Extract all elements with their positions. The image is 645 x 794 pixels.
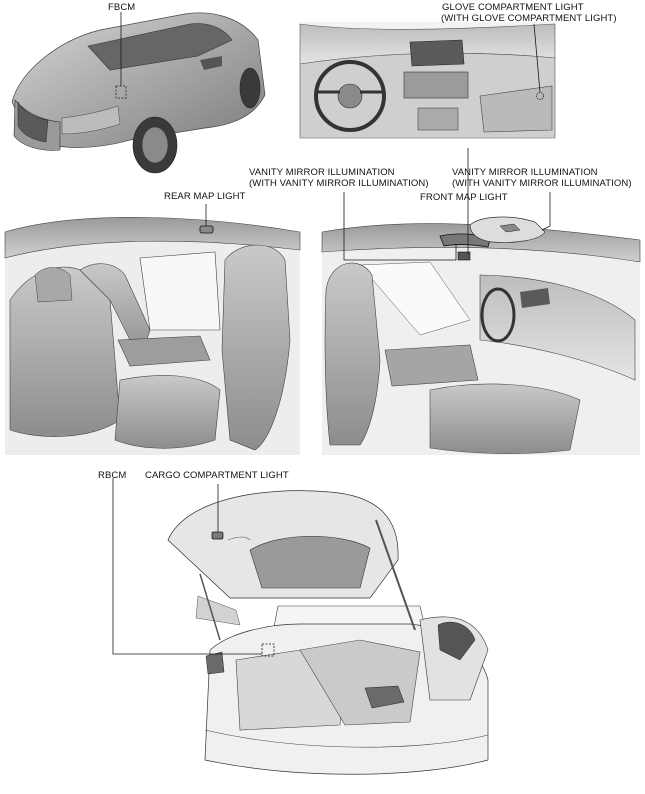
front-interior-illustration — [321, 216, 641, 455]
vanity-mirror-illumination-right-condition-label: (WITH VANITY MIRROR ILLUMINATION) — [452, 178, 632, 189]
vanity-right-leader — [541, 192, 551, 231]
vanity-left-leader — [343, 192, 457, 261]
vanity-mirror-illumination-left-condition-label: (WITH VANITY MIRROR ILLUMINATION) — [249, 178, 429, 189]
vanity-mirror-illumination-left-label: VANITY MIRROR ILLUMINATION — [249, 167, 395, 178]
rbcm-label: RBCM — [98, 470, 127, 481]
glove-light-leader — [533, 23, 541, 93]
vanity-mirror-illumination-right-label: VANITY MIRROR ILLUMINATION — [452, 167, 598, 178]
rbcm-leader — [112, 478, 262, 655]
dashboard-illustration — [299, 22, 556, 139]
leader-lines — [112, 12, 551, 655]
cargo-area-illustration — [167, 490, 489, 775]
glove-compartment-light-condition-label: (WITH GLOVE COMPARTMENT LIGHT) — [441, 13, 617, 24]
glove-compartment-light-label: GLOVE COMPARTMENT LIGHT — [442, 2, 584, 13]
fbcm-label: FBCM — [108, 2, 136, 13]
cargo-compartment-light-label: CARGO COMPARTMENT LIGHT — [145, 470, 289, 481]
rear-map-light-label: REAR MAP LIGHT — [164, 191, 246, 202]
rear-interior-illustration — [4, 217, 301, 455]
front-map-light-label: FRONT MAP LIGHT — [420, 192, 508, 203]
vehicle-exterior-illustration — [11, 12, 266, 174]
